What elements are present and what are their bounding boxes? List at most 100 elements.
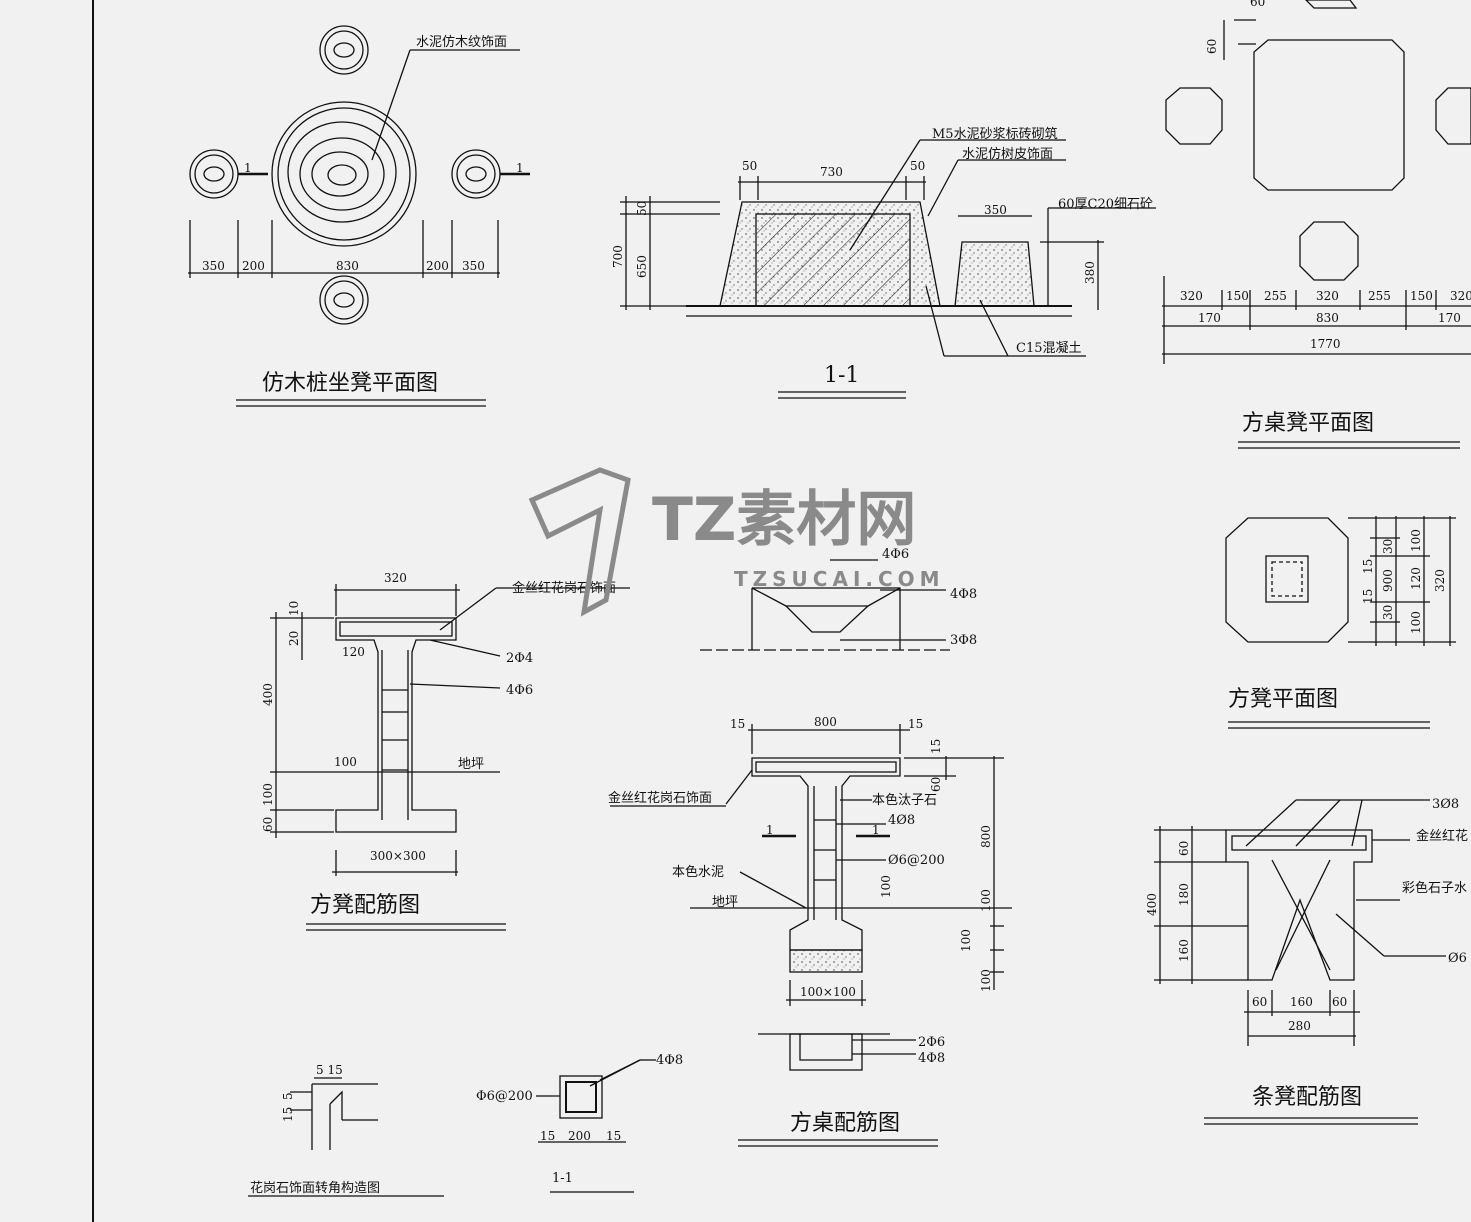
note-granite-rebar: 金丝红花岗石饰面 (512, 580, 616, 596)
title-square-stool-rebar: 方凳配筋图 (310, 893, 420, 918)
watermark-domain: TZSUCAI.COM (734, 567, 945, 591)
rebar-4phi8-a: 4Φ8 (950, 587, 977, 602)
dim-120-sq: 120 (1409, 567, 1423, 590)
bench-rebar (1154, 799, 1446, 1125)
granite-corner-detail (248, 1077, 444, 1197)
dim-15-s-a: 15 (540, 1129, 555, 1143)
section-mark-left: 1 (244, 161, 252, 175)
dim-380: 380 (1083, 261, 1097, 284)
dim-60-top: 60 (1250, 0, 1265, 9)
section-mark-right: 1 (516, 161, 524, 175)
dim-100-rebar: 100 (334, 755, 357, 769)
dim-100-t-b: 100 (959, 929, 973, 952)
note-colored-stone: 彩色石子水 (1402, 880, 1467, 896)
dim-320-c: 320 (1450, 289, 1471, 303)
dim-60-bench-a: 60 (1252, 995, 1267, 1009)
dim-30-a: 30 (1381, 539, 1395, 554)
dim-350-a: 350 (202, 259, 225, 273)
rebar-phi6at200: Φ6@200 (476, 1089, 533, 1104)
wood-stool-plan (188, 25, 530, 407)
title-square-table-stool-plan: 方桌凳平面图 (1242, 411, 1374, 436)
dim-800-t-v: 800 (979, 825, 993, 848)
dim-350-b: 350 (462, 259, 485, 273)
title-square-table-rebar: 方桌配筋图 (790, 1111, 900, 1136)
dim-60-rebar: 60 (261, 817, 275, 832)
dim-5-15: 5 15 (316, 1063, 343, 1077)
dim-60-side: 60 (1205, 39, 1219, 54)
section-mark-table-b: 1 (872, 823, 880, 837)
square-table-stool-plan (1162, 0, 1471, 449)
dim-400-bench: 400 (1145, 893, 1159, 916)
dim-320-rebar: 320 (384, 571, 407, 585)
rebar-4phi8-c: 4Φ8 (656, 1053, 683, 1068)
square-table-rebar (610, 724, 1012, 1147)
rebar-o6: Ø6 (1448, 951, 1467, 966)
dim-180-bench: 180 (1177, 883, 1191, 906)
dim-100-t-a: 100 (979, 889, 993, 912)
note-local-stone: 本色汰子石 (872, 792, 937, 808)
note-bark: 水泥仿树皮饰面 (962, 147, 1053, 162)
dim-900: 900 (1381, 569, 1395, 592)
rebar-4phi8-b: 4Φ8 (918, 1051, 945, 1066)
dim-60-bench: 60 (1177, 841, 1191, 856)
watermark: TZ素材网 TZSUCAI.COM (528, 467, 945, 617)
dim-100-b-rebar: 100 (261, 783, 275, 806)
note-ground-a: 地坪 (458, 757, 484, 772)
note-c20: 60厚C20细石砼 (1058, 197, 1153, 212)
rebar-4phi6-b: 4Φ6 (882, 547, 909, 562)
dim-280-bench: 280 (1288, 1019, 1311, 1033)
dim-60-t: 60 (929, 777, 943, 792)
dim-15-t-a: 15 (730, 717, 745, 731)
rebar-4o8: 4Ø8 (888, 813, 915, 828)
dim-30-b: 30 (1381, 605, 1395, 620)
dim-100-t-c: 100 (979, 969, 993, 992)
rebar-4phi6-a: 4Φ6 (506, 683, 533, 698)
dim-15-t-b: 15 (908, 717, 923, 731)
table-section-top (700, 559, 950, 651)
small-section (536, 1059, 656, 1193)
dim-50-a: 50 (742, 159, 757, 173)
dim-160-bench-b: 160 (1290, 995, 1313, 1009)
dim-20: 20 (287, 631, 301, 646)
dim-800-t: 800 (814, 715, 837, 729)
note-ground-b: 地坪 (712, 895, 738, 910)
dim-15-s-b: 15 (606, 1129, 621, 1143)
rebar-2phi4: 2Φ4 (506, 651, 533, 666)
note-wood-grain: 水泥仿木纹饰面 (416, 35, 507, 50)
note-local-cement: 本色水泥 (672, 864, 724, 880)
dim-50-b: 50 (910, 159, 925, 173)
dim-150-b: 150 (1410, 289, 1433, 303)
dim-300x300: 300×300 (370, 849, 426, 863)
square-stool-rebar (270, 584, 630, 931)
square-stool-plan (1225, 516, 1456, 729)
dim-320-a: 320 (1180, 289, 1203, 303)
dim-50-c: 50 (635, 201, 649, 216)
watermark-brand: TZ素材网 (652, 485, 916, 555)
dim-100-t-d: 100 (879, 875, 893, 898)
dim-5-corner: 5 (281, 1092, 295, 1100)
section-1-1 (620, 139, 1156, 399)
dim-120-rebar: 120 (342, 645, 365, 659)
dim-350-c: 350 (984, 203, 1007, 217)
title-bench-rebar: 条凳配筋图 (1252, 1085, 1362, 1110)
rebar-o6at200: Ø6@200 (888, 853, 945, 868)
note-c15: C15混凝土 (1016, 340, 1082, 356)
dim-10: 10 (287, 601, 301, 616)
title-section-1-1: 1-1 (824, 363, 859, 388)
dim-830: 830 (336, 259, 359, 273)
dim-100-sq-a: 100 (1409, 529, 1423, 552)
dim-200-s: 200 (568, 1129, 591, 1143)
dim-700: 700 (611, 245, 625, 268)
dim-100x100: 100×100 (800, 985, 856, 999)
dim-15-a: 15 (1361, 559, 1375, 574)
dim-1770: 1770 (1310, 337, 1341, 351)
dim-100-sq-b: 100 (1409, 611, 1423, 634)
dim-200-a: 200 (242, 259, 265, 273)
dim-15-corner: 15 (281, 1107, 295, 1122)
dim-320-sq: 320 (1433, 569, 1447, 592)
dim-160-bench: 160 (1177, 939, 1191, 962)
note-granite-cut: 金丝红花 (1416, 828, 1468, 844)
dim-15-t-c: 15 (929, 739, 943, 754)
